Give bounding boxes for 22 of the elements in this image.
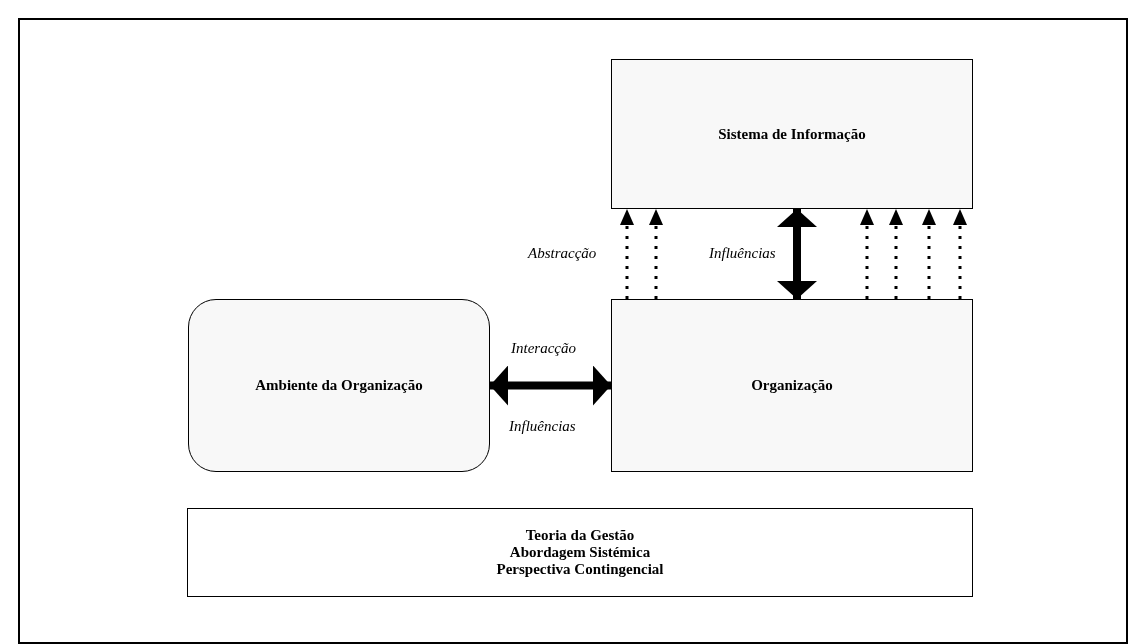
box — [611, 299, 973, 472]
box — [611, 59, 973, 209]
arrow — [490, 365, 611, 406]
node-text: Abordagem Sistémica — [509, 544, 651, 561]
node-text: Perspectiva Contingencial — [496, 561, 664, 578]
arrow — [953, 209, 967, 299]
edge-label: Interacção — [510, 340, 577, 357]
arrow — [777, 209, 817, 299]
arrow — [860, 209, 874, 299]
edge-label: Influências — [708, 245, 777, 262]
node-text: Ambiente da Organização — [255, 377, 423, 394]
rounded-box — [188, 299, 490, 472]
text-label: Influências — [508, 418, 577, 435]
edge-label: Abstracção — [527, 245, 598, 262]
box — [187, 508, 973, 597]
arrow — [649, 209, 663, 299]
node-text: Teoria da Gestão — [525, 527, 635, 544]
arrow — [620, 209, 634, 299]
node-text: Organização — [751, 377, 833, 394]
node-text: Sistema de Informação — [718, 125, 866, 143]
arrow — [889, 209, 903, 299]
arrow — [922, 209, 936, 299]
